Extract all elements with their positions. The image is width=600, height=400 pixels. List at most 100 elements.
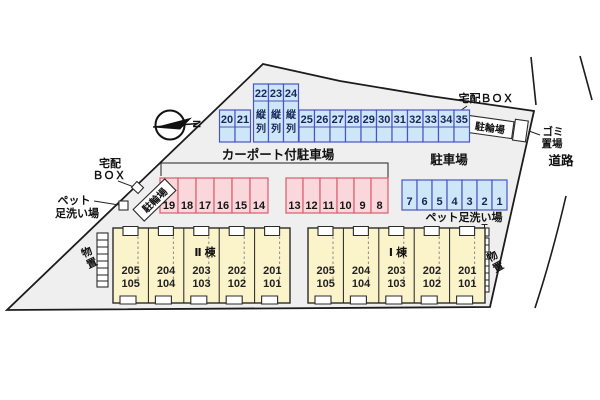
pet-wash-left-label-line2: 足洗い場 [55,206,99,220]
road-edge-curve [534,195,567,309]
storage-left-shape [96,232,109,288]
parking-number: 25 [301,114,313,126]
parking-number: 35 [456,114,468,126]
room-number: 103 [387,278,405,290]
tandem-char-top: 縦 [271,108,282,121]
bicycle-parking-top-label: 駐輪場 [474,119,506,136]
parking-lot-label: 駐車場 [430,152,468,167]
tandem-char-bottom: 列 [286,122,296,135]
parking-number: 33 [425,114,437,126]
parking-number: 4 [451,196,458,208]
building-2-unit-dividers [147,228,256,303]
delivery-box-left-label-line2: ＢＯＸ [93,169,126,182]
parking-number: 6 [421,196,427,208]
road-edge-line-2 [579,55,593,101]
carport-bracket [160,162,389,180]
garbage-box [511,118,529,143]
parking-number: 17 [199,200,211,212]
delivery-box-left-shape [130,180,145,195]
parking-number: 34 [440,114,453,126]
parking-number: 24 [285,88,298,100]
delivery-box-left-pointer [117,180,135,188]
parking-number: 23 [270,88,282,100]
building-1-name: Ⅰ 棟 [389,245,408,259]
parking-number: 27 [332,114,344,126]
parking-number: 18 [181,200,193,212]
parking-number: 19 [163,200,175,212]
room-number: 102 [423,278,441,290]
building-1: Ⅰ 棟 205 105 204 104 203 103 202 102 201 … [307,225,486,305]
parking-number: 2 [481,196,487,208]
pet-wash-left-pointer [93,200,120,206]
north-label: N [190,120,202,128]
road-label: 道路 [548,153,574,168]
parking-number: 21 [237,114,249,126]
building-1-entrance-notches [317,225,476,237]
garbage-label-line2: 置場 [542,137,563,150]
parking-space-21 [234,109,252,143]
building-2-entrance-notches [122,225,281,237]
parking-number: 30 [378,114,390,126]
building-1-unit-dividers [342,228,451,303]
building-2-porches [119,295,279,305]
room-number: 204 [157,265,176,277]
room-number: 203 [387,265,405,277]
parking-number: 26 [316,114,328,126]
room-number: 201 [263,265,281,277]
building-1-porches [314,295,474,305]
delivery-box-label-top: 宅配ＢＯＸ [459,91,514,105]
parking-number: 31 [394,114,406,126]
parking-space-35 [453,109,471,143]
pet-wash-left-label-line1: ペット [58,194,91,207]
building-1-outline [307,227,486,304]
building-2: Ⅱ 棟 205 105 204 104 203 103 202 102 201 … [112,225,291,305]
room-number: 205 [317,265,335,277]
delivery-box-left-label-line1: 宅配 [99,156,121,170]
pet-wash-left-shape [118,200,129,211]
tandem-char-top: 縦 [256,108,267,121]
parking-number: 11 [323,200,335,212]
parking-number: 28 [347,114,359,126]
parking-number: 8 [376,200,382,212]
delivery-box-left-icon [130,180,145,195]
parking-number: 16 [217,200,229,212]
parking-number: 5 [436,196,442,208]
room-number: 101 [263,278,281,290]
pet-wash-right-label: ペット足洗い場 [426,210,503,224]
room-number: 204 [352,265,371,277]
room-number: 201 [458,265,476,277]
garbage-label-line1: ゴミ [543,125,564,138]
parking-number: 12 [305,200,317,212]
storage-left-shelf-lines [97,239,108,282]
parking-number: 10 [339,200,351,212]
room-number: 105 [317,278,335,290]
room-number: 104 [352,278,371,290]
room-number: 202 [228,265,246,277]
carport-space-8 [370,177,389,214]
room-number: 203 [192,265,210,277]
parking-number: 14 [253,200,266,212]
parking-number: 32 [409,114,421,126]
parking-number: 9 [359,200,365,212]
garbage-pointer [528,130,541,136]
carport-parking-label: カーポート付駐車場 [222,147,335,162]
room-number: 102 [228,278,246,290]
parking-number: 7 [406,196,412,208]
garbage-box-shape [511,118,529,143]
parking-number: 3 [466,196,472,208]
room-number: 202 [423,265,441,277]
parking-number: 15 [235,200,247,212]
room-number: 105 [122,278,140,290]
parking-number: 20 [221,114,233,126]
north-arrow-icon: N [152,109,202,141]
building-2-name: Ⅱ 棟 [194,245,216,259]
bicycle-parking-left-shape [132,178,177,222]
tandem-char-bottom: 列 [271,122,281,135]
bicycle-parking-top: 駐輪場 [465,114,515,140]
tandem-char-top: 縦 [286,108,297,121]
carport-space-14 [249,177,269,214]
parking-space-1 [491,179,508,211]
parking-number: 22 [255,88,267,100]
